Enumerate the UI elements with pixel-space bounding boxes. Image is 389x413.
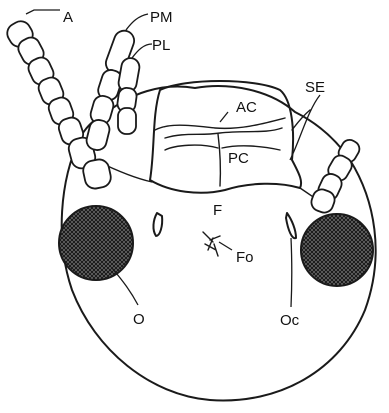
label-ocellus: Oc: [280, 312, 300, 329]
label-fontanelle: Fo: [236, 249, 254, 266]
fontanelle: [203, 232, 220, 256]
label-antenna: A: [63, 9, 73, 26]
label-labial-palp: PL: [152, 37, 170, 54]
left-ocellus: [153, 213, 162, 236]
label-maxillary-palp: PM: [150, 9, 173, 26]
leader-Fo: [219, 242, 232, 250]
right-ocellus: [286, 213, 296, 238]
leader-Oc: [291, 238, 292, 307]
leader-PM: [126, 14, 148, 30]
label-compound-eye: O: [133, 311, 145, 328]
label-postclypeus: PC: [228, 150, 249, 167]
clypeal-suture-inner: [165, 128, 282, 138]
leader-PL: [132, 44, 152, 58]
clypeal-suture: [155, 118, 285, 130]
postclypeus-curve-left: [165, 145, 218, 150]
postclypeus-median-line: [218, 134, 220, 186]
left-compound-eye: [59, 206, 133, 280]
label-epistomal-suture: SE: [305, 79, 325, 96]
leader-A: [26, 10, 60, 14]
leader-AC: [220, 112, 228, 122]
leader-O: [112, 268, 138, 305]
right-compound-eye: [301, 214, 373, 286]
right-antenna: [309, 137, 362, 215]
label-anteclypeus: AC: [236, 99, 257, 116]
label-frons: F: [213, 202, 222, 219]
